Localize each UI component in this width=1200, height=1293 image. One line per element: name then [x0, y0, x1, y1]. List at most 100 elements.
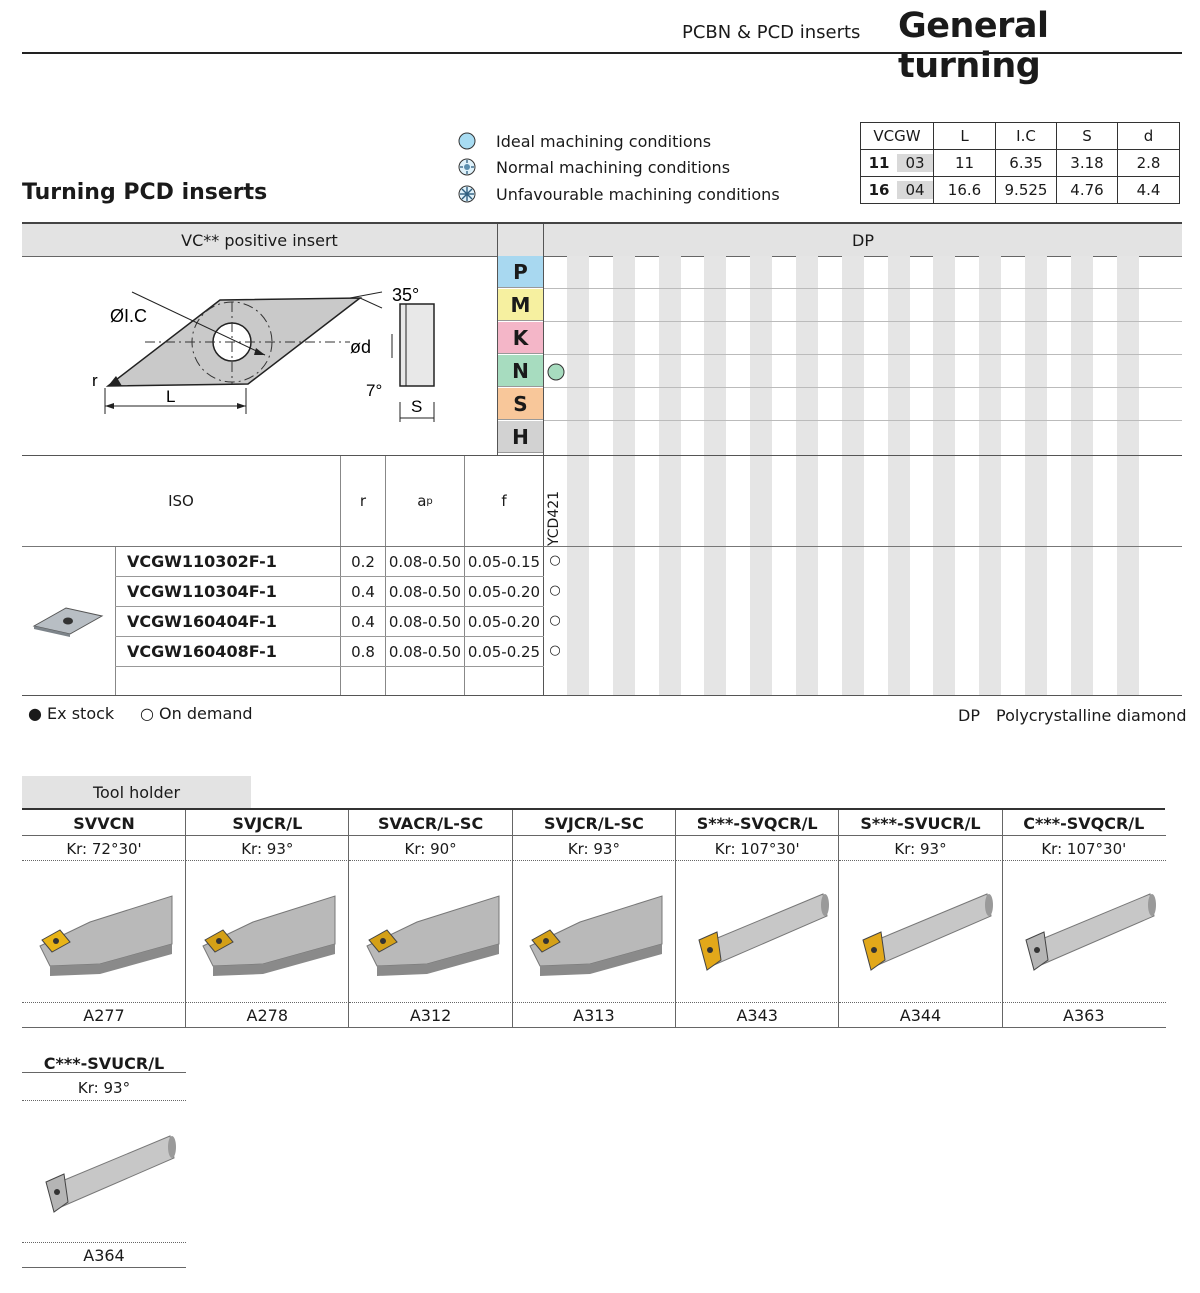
tool-holder-image [45, 1135, 176, 1213]
tool-holder-page-ref[interactable]: A363 [1063, 1006, 1105, 1025]
tool-holder-dotted-rule [22, 1002, 186, 1003]
dims-cell: 2.8 [1117, 149, 1180, 177]
legend-item-unfavourable: Unfavourable machining conditions [458, 184, 780, 204]
tool-holder-6[interactable]: S***-SVUCR/L Kr: 93° A344 [838, 810, 1003, 1030]
tool-holder-page-ref[interactable]: A313 [573, 1006, 615, 1025]
insert-dimension-drawing: ØI.C 35° ød 7° r L S [92, 285, 435, 422]
dp-abbr: DP [958, 706, 980, 725]
material-header-blank [498, 224, 543, 256]
tool-holder-page-ref[interactable]: A277 [83, 1006, 125, 1025]
ap-value: 0.08-0.50 [388, 583, 462, 601]
dims-header: d [1117, 122, 1180, 150]
angle-label: 35° [392, 285, 419, 305]
material-row-rule [544, 288, 1182, 289]
tool-holder-image [1025, 893, 1156, 971]
dims-cell: 11 [933, 149, 996, 177]
dims-cell: 9.525 [995, 176, 1057, 204]
grade-column-stripe [704, 256, 727, 695]
dims-cell: 4.4 [1117, 176, 1180, 204]
l-label: L [166, 387, 175, 406]
tool-holder-rule [348, 835, 513, 836]
tool-holder-rule [838, 835, 1003, 836]
f-value: 0.05-0.20 [467, 583, 541, 601]
tool-holder-rule [511, 835, 676, 836]
grade-column-stripe [612, 256, 635, 695]
legend-item-normal: Normal machining conditions [458, 157, 730, 177]
radius-value: 0.4 [351, 613, 375, 631]
tool-holder-page-ref[interactable]: A364 [83, 1246, 125, 1265]
tool-holder-kr: Kr: 93° [77, 1079, 131, 1097]
tool-holder-dotted-rule [185, 1002, 350, 1003]
tool-holder-name: S***-SVUCR/L [860, 814, 981, 833]
f-value: 0.05-0.15 [467, 553, 541, 571]
tool-holder-page-ref[interactable]: A343 [736, 1006, 778, 1025]
tool-holder-name: SVJCR/L-SC [543, 814, 644, 833]
tool-holder-page-ref[interactable]: A312 [409, 1006, 452, 1025]
dp-full: Polycrystalline diamond [996, 706, 1187, 725]
legend-label: Ideal machining conditions [496, 131, 712, 151]
tool-holder-dotted-rule [185, 860, 350, 861]
grade-column-stripe [1116, 256, 1139, 695]
d-label: ød [350, 337, 371, 357]
tool-holder-bottom-rule [838, 1027, 1003, 1028]
ic-label: ØI.C [110, 306, 147, 326]
material-n: N [498, 355, 543, 387]
tool-holder-kr: Kr: 72°30' [66, 840, 142, 858]
tool-holder-8[interactable]: C***-SVUCR/L Kr: 93° A364 [22, 1050, 186, 1270]
ideal-conditions-icon [547, 363, 565, 381]
dims-cell: 4.76 [1056, 176, 1118, 204]
grade-column-stripe [979, 256, 1002, 695]
row-rule [115, 666, 544, 667]
ap-value: 0.08-0.50 [388, 643, 462, 661]
material-row-rule [544, 420, 1182, 421]
grade-column-stripe [841, 256, 864, 695]
tool-holder-rule [22, 835, 186, 836]
tool-holder-separator [511, 810, 513, 1028]
insert-photo [32, 607, 104, 637]
tool-holder-separator [348, 810, 350, 1028]
tool-holder-name: C***-SVUCR/L [43, 1054, 165, 1073]
tool-holder-rule [675, 835, 840, 836]
grade-column-stripe [796, 256, 818, 695]
stock-status: ○ [549, 613, 561, 628]
tool-holder-dotted-rule [675, 860, 840, 861]
dims-header: L [933, 122, 996, 150]
material-row-rule [544, 321, 1182, 322]
grade-column-stripe [887, 256, 910, 695]
tool-holder-kr: Kr: 107°30' [714, 840, 800, 858]
grade-column-stripe [1025, 256, 1047, 695]
tool-holder-kr: Kr: 93° [894, 840, 947, 858]
row-rule [115, 636, 544, 637]
dims-cell: 6.35 [995, 149, 1057, 177]
grid-divider [543, 224, 544, 696]
header-rule [22, 52, 1182, 54]
page-title: General turning [898, 6, 1049, 86]
material-m: M [498, 289, 543, 321]
tool-holder-page-ref[interactable]: A278 [246, 1006, 289, 1025]
section-title: Turning PCD inserts [22, 180, 268, 205]
row-rule [115, 606, 544, 607]
material-row-rule [544, 354, 1182, 355]
tool-holder-page-ref[interactable]: A344 [899, 1006, 942, 1025]
grid-divider [115, 547, 116, 696]
tool-holder-dotted-rule [838, 1002, 1003, 1003]
ap-value: 0.08-0.50 [388, 553, 462, 571]
tool-holder-rule [1001, 835, 1166, 836]
grade-group-header: DP [544, 224, 1182, 256]
tool-holder-image [698, 893, 830, 971]
grade-column-stripe [658, 256, 681, 695]
f-col-header: f [501, 492, 507, 510]
dims-cell: 16.6 [933, 176, 996, 204]
legend-label: Normal machining conditions [496, 157, 731, 177]
radius-value: 0.8 [351, 643, 375, 661]
grade-column-stripe [750, 256, 773, 695]
dims-header: VCGW [860, 122, 934, 150]
